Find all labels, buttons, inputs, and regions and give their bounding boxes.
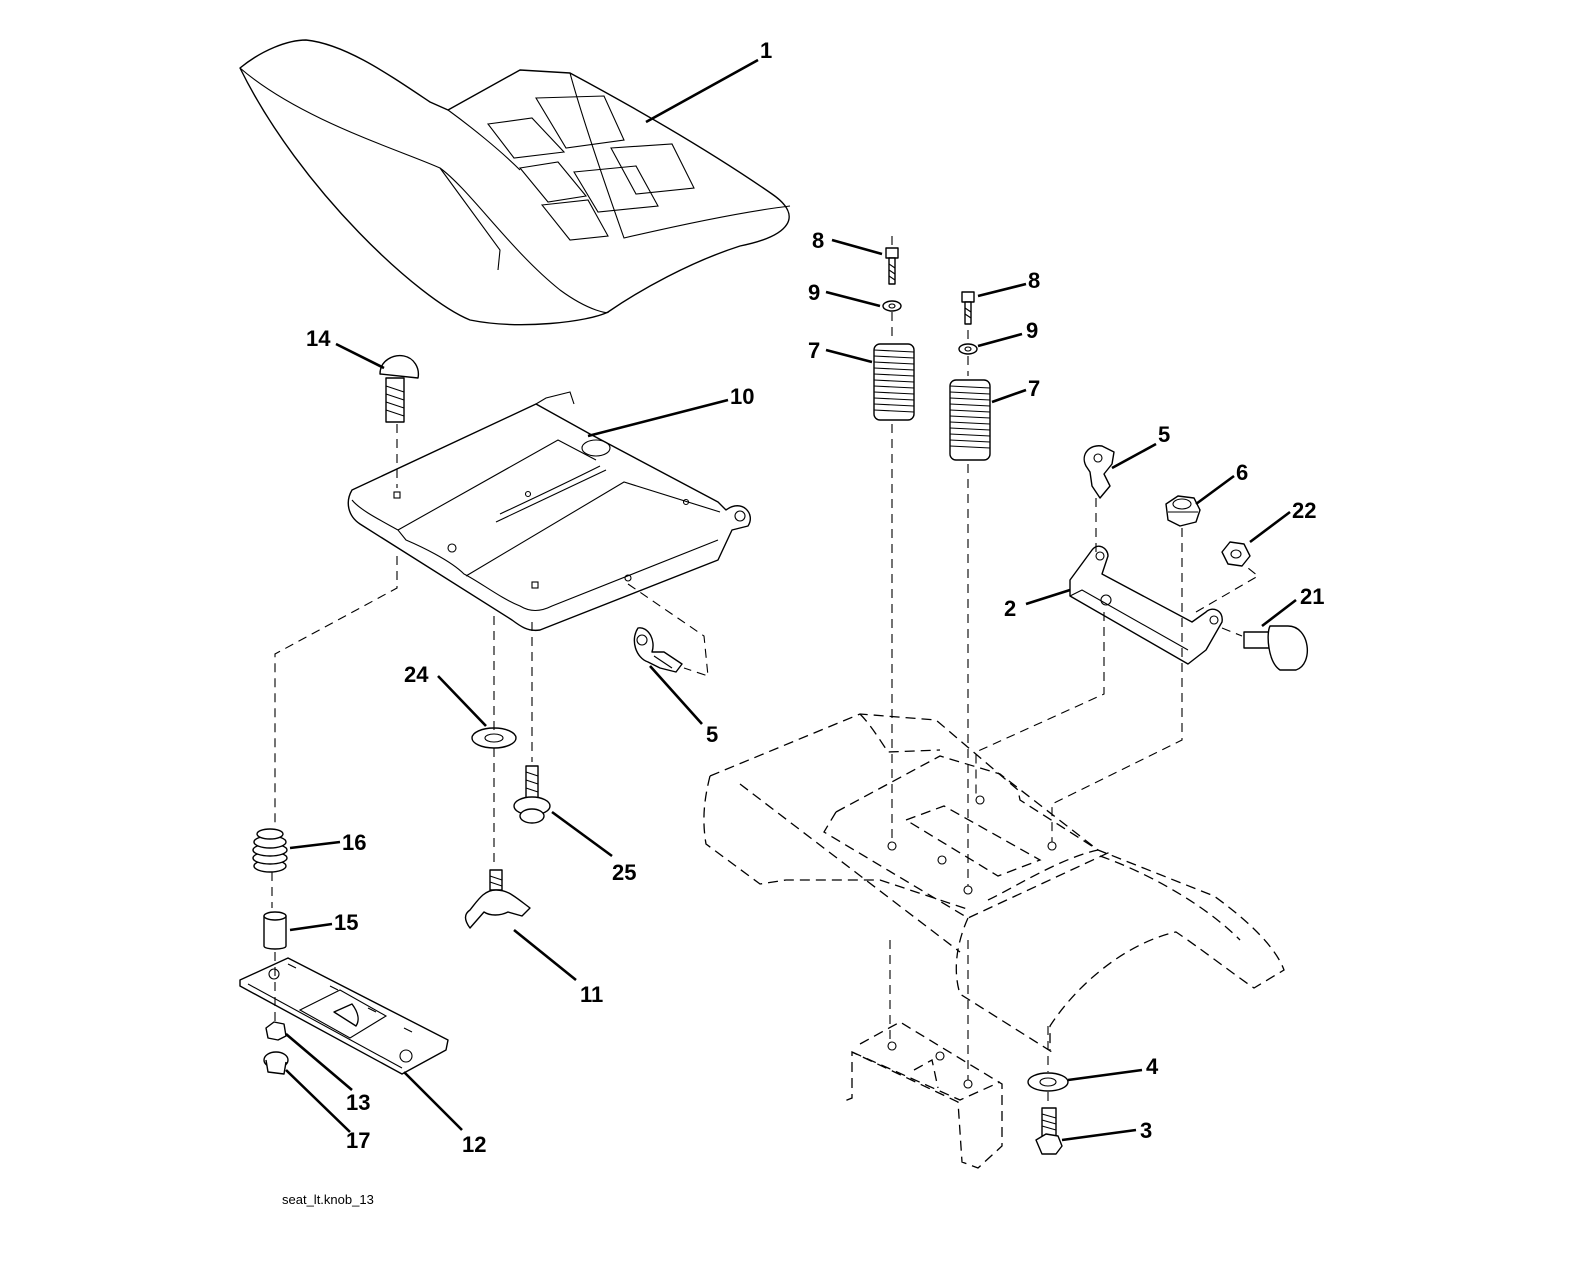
nut-13-part: [265, 1021, 287, 1041]
callout-1: 1: [760, 38, 772, 63]
knob-part: [464, 869, 531, 929]
bolt-8-left-part: [885, 247, 899, 285]
callout-9-right: 9: [1026, 318, 1038, 343]
washer-9-left-part: [882, 300, 902, 312]
callout-21: 21: [1300, 584, 1324, 609]
callout-13: 13: [346, 1090, 370, 1115]
figure-caption: seat_lt.knob_13: [282, 1192, 374, 1207]
assembly-lines: [271, 236, 1259, 1106]
callout-labels: 1 2 3 4 5 5 6 7 7 8 8 9 9 10 11 12 13 14…: [306, 38, 1324, 1157]
frame-bracket-ghost: [841, 1021, 1003, 1169]
spring-7-left-part: [873, 343, 915, 421]
callout-22: 22: [1292, 498, 1316, 523]
bracket-part: [1069, 545, 1223, 665]
callout-6: 6: [1236, 460, 1248, 485]
washer-24-part: [471, 727, 517, 749]
callout-12: 12: [462, 1132, 486, 1157]
nut-22-part: [1221, 541, 1251, 567]
lower-plate-part: [239, 957, 449, 1075]
callout-10: 10: [730, 384, 754, 409]
clip-right-part: [1083, 445, 1115, 499]
hex-bolt-3-part: [1035, 1107, 1063, 1155]
callout-14: 14: [306, 326, 331, 351]
callout-8-right: 8: [1028, 268, 1040, 293]
callout-7-left: 7: [808, 338, 820, 363]
washer-9-right-part: [958, 343, 978, 355]
callout-17: 17: [346, 1128, 370, 1153]
seat-pan-part: [347, 391, 751, 632]
spring-7-right-part: [949, 379, 991, 461]
callout-24: 24: [404, 662, 429, 687]
seat-part: [239, 39, 791, 326]
callout-9-left: 9: [808, 280, 820, 305]
callout-5-right: 5: [1158, 422, 1170, 447]
callout-4: 4: [1146, 1054, 1159, 1079]
bolt-8-right-part: [961, 291, 975, 325]
callout-16: 16: [342, 830, 366, 855]
knob-bolt-part: [1243, 625, 1309, 671]
callout-7-right: 7: [1028, 376, 1040, 401]
callout-15: 15: [334, 910, 358, 935]
nut-6-part: [1165, 495, 1201, 527]
callout-5-left: 5: [706, 722, 718, 747]
callout-11: 11: [580, 982, 603, 1007]
callout-2: 2: [1004, 596, 1016, 621]
chassis-ghost: [703, 713, 1285, 1053]
shoulder-bolt-part: [513, 765, 551, 824]
callout-3: 3: [1140, 1118, 1152, 1143]
callout-8-left: 8: [812, 228, 824, 253]
spring-16-part: [252, 828, 288, 873]
washer-4-part: [1027, 1072, 1069, 1092]
clip-left-part: [633, 627, 683, 673]
callout-25: 25: [612, 860, 636, 885]
leader-lines: [285, 58, 1297, 1142]
spacer-part: [263, 911, 287, 950]
carriage-bolt-part: [379, 354, 420, 423]
nut-17-part: [263, 1051, 289, 1075]
